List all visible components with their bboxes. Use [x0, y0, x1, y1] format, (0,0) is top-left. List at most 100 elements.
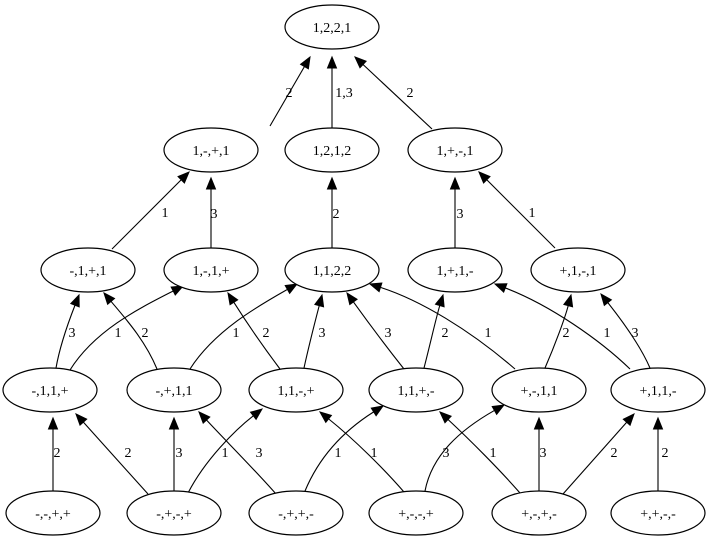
- arrowhead: [600, 292, 613, 307]
- edge-label: 2: [54, 446, 61, 461]
- edge-label: 2: [263, 326, 270, 341]
- node-label: 1,1,+,-: [397, 384, 434, 399]
- edge-label: 2: [286, 86, 293, 101]
- node-ellipse: [284, 127, 380, 173]
- edge-n15-n9: 2: [47, 416, 61, 491]
- edge-n1-n0: 2: [269, 55, 311, 127]
- node-label: +,1,1,-: [639, 384, 676, 399]
- edge-label: 1: [371, 446, 378, 461]
- node-ellipse: [610, 490, 706, 536]
- arrowhead: [652, 416, 664, 430]
- arrowhead: [284, 283, 299, 295]
- arrowhead: [227, 291, 239, 306]
- node-label: -,-,+,+: [35, 507, 71, 522]
- arrowhead: [533, 416, 545, 430]
- arrowhead: [314, 293, 325, 308]
- edge-n11-n5: 2: [227, 291, 281, 370]
- node-ellipse: [126, 490, 222, 536]
- arrowhead: [170, 285, 185, 296]
- arrowhead: [299, 55, 311, 70]
- edge-n18-n11: 1: [318, 411, 405, 493]
- edge-n9-n4: 3: [55, 293, 80, 369]
- node-ellipse: [610, 367, 706, 413]
- edge-line: [233, 302, 281, 370]
- edge-n19-n12: 1: [439, 411, 521, 494]
- arrowhead: [103, 291, 116, 306]
- arrowhead: [354, 56, 367, 69]
- node-n13: +,-,1,1: [491, 367, 587, 413]
- edge-n12-n7: 2: [423, 293, 449, 369]
- edge-line: [607, 302, 651, 369]
- edge-n8-n3: 1: [478, 171, 556, 249]
- node-n1: 1,-,+,1: [163, 127, 259, 173]
- edge-n10-n6: 1: [189, 283, 299, 370]
- edge-n18-n13: 3: [424, 404, 506, 492]
- edge-line: [111, 179, 182, 250]
- edge-label: 2: [442, 326, 449, 341]
- edge-label: 3: [540, 446, 547, 461]
- edge-line: [82, 421, 149, 495]
- node-ellipse: [407, 127, 503, 173]
- node-label: 1,2,2,1: [313, 21, 352, 36]
- edge-label: 2: [142, 326, 149, 341]
- node-n18: +,-,-,+: [368, 490, 464, 536]
- node-label: +,+,-,-: [640, 507, 676, 522]
- edge-n13-n8: 2: [544, 293, 574, 369]
- edge-label: 3: [69, 326, 76, 341]
- node-n2: 1,2,1,2: [284, 127, 380, 173]
- edge-line: [187, 415, 254, 494]
- node-n15: -,-,+,+: [5, 490, 101, 536]
- node-label: +,1,-,1: [559, 264, 596, 279]
- arrowhead: [439, 411, 452, 424]
- node-label: 1,-,1,+: [192, 264, 229, 279]
- node-n4: -,1,+,1: [40, 247, 136, 293]
- edge-n11-n6: 3: [303, 293, 326, 369]
- arrowhead: [563, 293, 574, 308]
- edge-line: [110, 301, 158, 370]
- edge-line: [380, 286, 516, 370]
- edge-n16-n9: 2: [75, 413, 149, 495]
- node-ellipse: [40, 247, 136, 293]
- node-n7: 1,+,1,-: [407, 247, 503, 293]
- edge-n7-n3: 3: [449, 176, 464, 248]
- node-n6: 1,1,2,2: [284, 247, 380, 293]
- edge-n16-n10: 3: [168, 416, 183, 491]
- edge-n9-n5: 1: [69, 285, 185, 371]
- edge-line: [423, 305, 441, 369]
- edge-n17-n12: 1: [304, 405, 385, 492]
- edge-label: 2: [333, 207, 340, 222]
- edge-n14-n8: 3: [600, 292, 651, 369]
- node-ellipse: [530, 247, 626, 293]
- node-n16: -,+,-,+: [126, 490, 222, 536]
- edge-line: [447, 419, 521, 494]
- arrowhead: [491, 404, 506, 416]
- edge-n20-n14: 2: [652, 416, 669, 491]
- edge-label: 1: [115, 326, 122, 341]
- edge-label: 2: [563, 326, 570, 341]
- node-ellipse: [368, 367, 464, 413]
- arrowhead: [326, 176, 338, 190]
- node-label: +,-,+,-: [521, 507, 557, 522]
- arrowhead: [75, 413, 88, 427]
- edge-label: 2: [407, 86, 414, 101]
- edge-label: 3: [457, 207, 464, 222]
- node-ellipse: [491, 367, 587, 413]
- node-ellipse: [2, 367, 98, 413]
- node-n8: +,1,-,1: [530, 247, 626, 293]
- arrowhead: [434, 293, 445, 308]
- edge-n10-n4: 2: [103, 291, 158, 370]
- edge-line: [206, 419, 277, 495]
- node-label: -,1,+,1: [69, 264, 106, 279]
- arrowhead: [47, 416, 59, 430]
- node-label: 1,2,1,2: [313, 144, 352, 159]
- node-n10: -,+,1,1: [126, 367, 222, 413]
- edge-label: 1: [222, 446, 229, 461]
- node-ellipse: [163, 247, 259, 293]
- node-ellipse: [491, 490, 587, 536]
- edge-line: [328, 418, 405, 493]
- edge-label: 3: [632, 326, 639, 341]
- edge-n17-n10: 3: [198, 411, 277, 495]
- arrowhead: [622, 413, 635, 427]
- node-ellipse: [163, 127, 259, 173]
